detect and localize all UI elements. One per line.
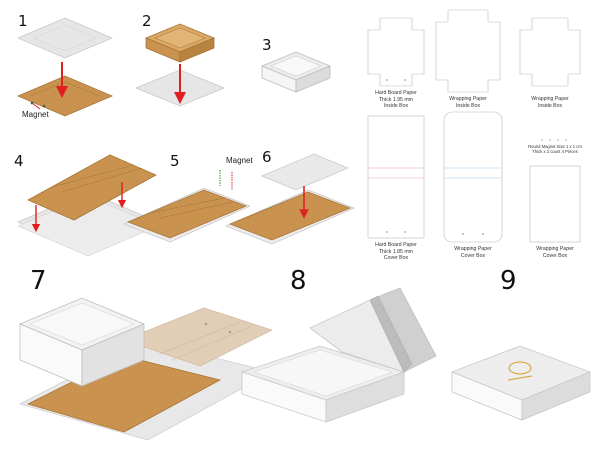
step1-illustration [16, 17, 114, 117]
dieline-inside-box-wrap-2 [519, 17, 581, 87]
label-inside-box-wrap-2: Wrapping Paper Inside Box [531, 96, 569, 109]
step5-illustration [122, 170, 252, 243]
dieline-group [367, 9, 581, 243]
step-number-8: 8 [290, 266, 307, 296]
label-cover-box-board: Hard Board Paper Thick 1.85 mm Cover Box [375, 242, 417, 261]
step-number-1: 1 [18, 12, 28, 30]
label-inside-box-board: Hard Board Paper Thick 1.95 mm Inside Bo… [375, 90, 417, 109]
label-cover-box-wrap-2: Wrapping Paper Cover Box [536, 246, 574, 259]
dieline-cover-box-wrap [443, 111, 503, 243]
assembled-panel [126, 189, 248, 239]
label-magnet-note: Round Magnet Size 1 x 1 cm Thick x 2 cou… [528, 144, 582, 155]
step-number-2: 2 [142, 12, 152, 30]
dieline-inside-box-wrap [435, 9, 501, 93]
magnet-label-step5: Magnet [226, 156, 253, 165]
wrapping-paper-sheet [16, 17, 114, 59]
step2-illustration [134, 23, 226, 107]
dieline-cover-box-board [367, 115, 425, 239]
step6-illustration [224, 153, 356, 245]
label-inside-box-wrap: Wrapping Paper Inside Box [449, 96, 487, 109]
step7-illustration [18, 297, 274, 441]
magnet-dot [30, 101, 34, 105]
wrapping-paper-sheet [260, 153, 350, 191]
step3-illustration [260, 51, 332, 93]
step4-illustration [16, 154, 160, 257]
magnet-label-step1: Magnet [22, 110, 49, 119]
step-number-4: 4 [14, 152, 24, 170]
step-number-5: 5 [170, 152, 180, 170]
dieline-cover-box-wrap-2 [529, 165, 581, 243]
step-number-6: 6 [262, 148, 272, 166]
hardboard-panel [27, 154, 157, 221]
label-cover-box-wrap: Wrapping Paper Cover Box [454, 246, 492, 259]
step9-illustration [450, 345, 592, 421]
step8-illustration [240, 287, 437, 423]
step-number-7: 7 [30, 266, 47, 296]
step-number-9: 9 [500, 266, 517, 296]
step-number-3: 3 [262, 36, 272, 54]
dieline-inside-box-board [367, 17, 425, 87]
gold-logo-mark [508, 361, 532, 375]
